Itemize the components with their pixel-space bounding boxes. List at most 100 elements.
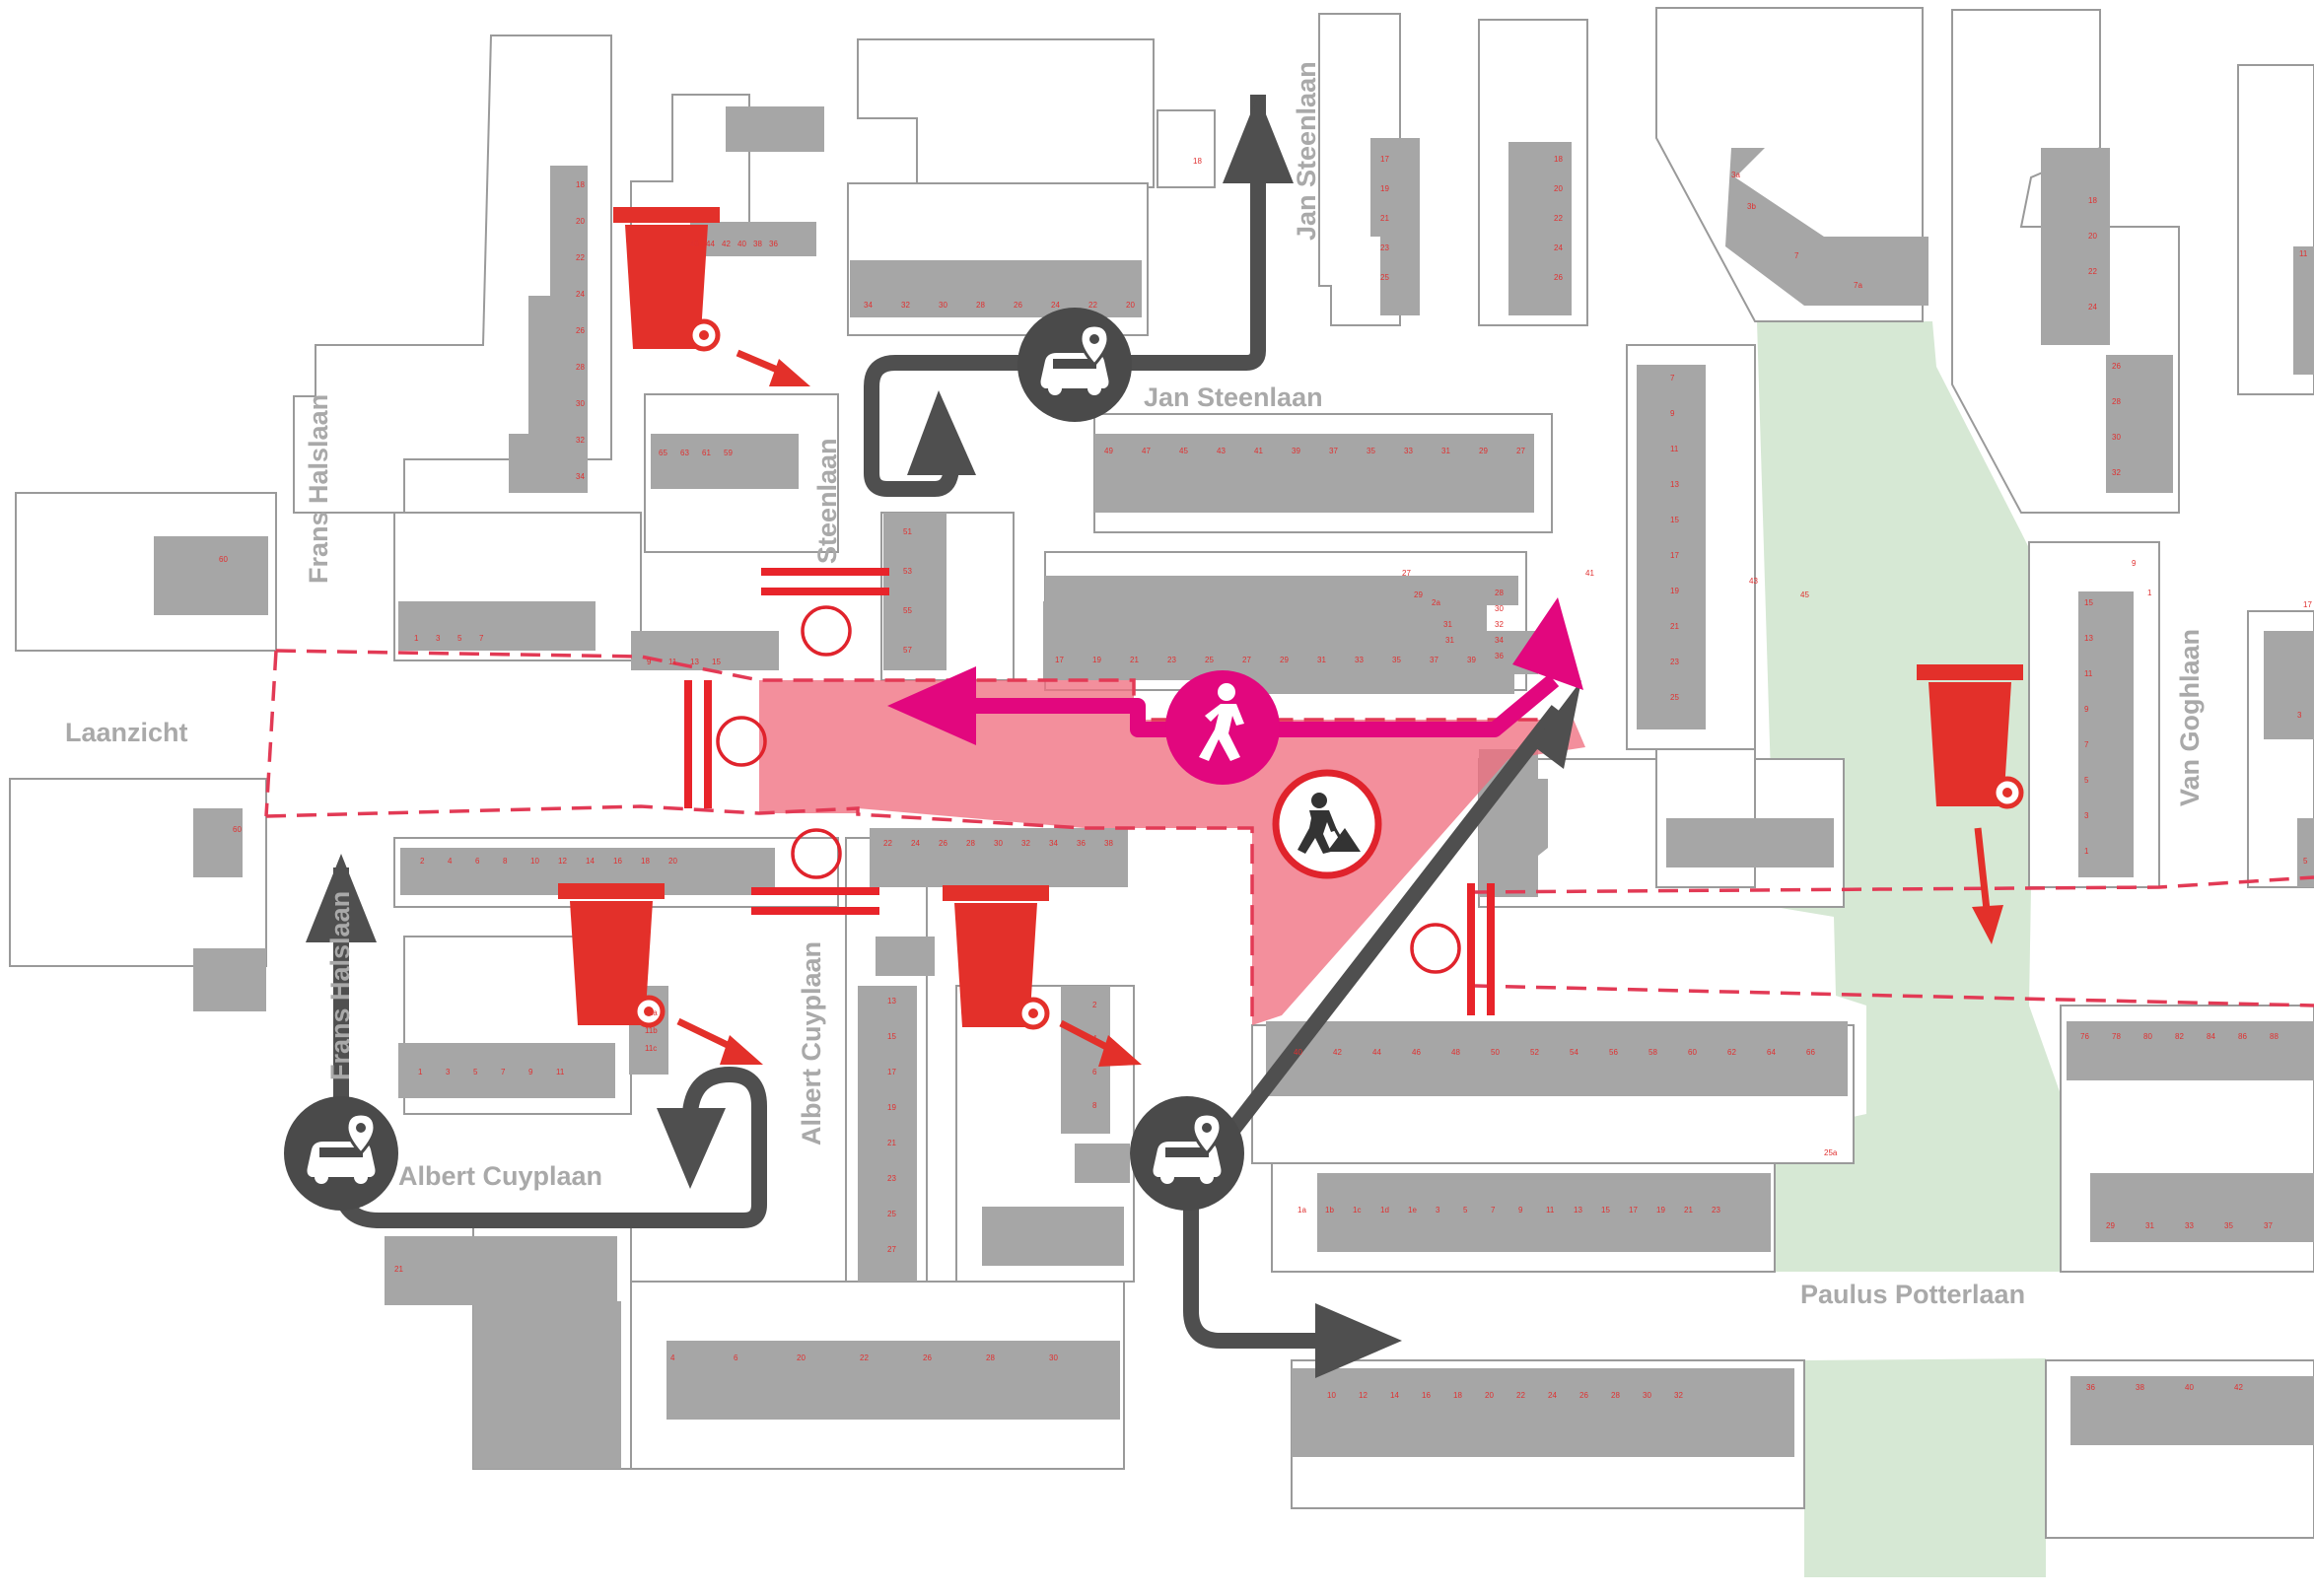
house-number: 30 [939,301,947,310]
building [858,986,917,1282]
house-number: 24 [1554,243,1563,252]
building [154,536,268,615]
house-number: 32 [1495,620,1504,629]
zone-outline-south [265,804,1254,1025]
house-number: 30 [1643,1391,1651,1400]
house-number: 2 [1092,1001,1097,1009]
car-location-icon [284,1096,398,1211]
road-barriers [684,568,1495,1015]
building [2264,631,2314,739]
street-labels: Frans Halslaan Frans Halslaan Laanzicht … [65,61,2205,1309]
detour-route-west [333,867,767,1228]
house-number: 51 [903,527,912,536]
building [398,1043,615,1098]
building [2070,1376,2314,1445]
house-number: 15 [712,658,721,666]
house-number: 11 [668,658,677,666]
house-number: 27 [1402,569,1411,578]
house-number: 42 [2234,1383,2243,1392]
house-number: 29 [1280,656,1289,664]
building [2297,818,2314,887]
house-number: 11c [645,1044,657,1053]
house-number: 18 [1193,157,1202,166]
building [651,434,799,489]
house-number: 17 [1055,656,1064,664]
street-label-paulus-potterlaan: Paulus Potterlaan [1800,1280,2025,1309]
building [473,1301,621,1469]
house-number: 29 [2106,1221,2115,1230]
house-number: 28 [986,1353,995,1362]
house-number: 20 [668,857,677,866]
house-number: 84 [2207,1032,2215,1041]
car-location-icon [1130,1096,1244,1211]
house-number: 20 [1485,1391,1494,1400]
house-number: 21 [394,1265,403,1274]
building [1292,1368,1794,1457]
house-number: 57 [903,646,912,655]
house-number: 46 [690,240,699,248]
building [690,222,816,256]
house-number: 22 [2088,267,2097,276]
pedestrian-route [887,597,1583,745]
house-number: 36 [2086,1383,2095,1392]
zone-outline-east-south [1474,984,2314,1007]
roadworks-zone [759,680,1585,1025]
building [2041,148,2110,345]
pedestrian-path [966,673,1560,737]
house-number: 27 [1516,447,1525,455]
street-label-jan-steenlaan: Jan Steenlaan [1144,382,1323,412]
house-number: 26 [1554,273,1563,282]
house-number: 1d [1380,1206,1389,1214]
car-icons [284,308,1244,1211]
detour-arrow-head [657,1108,726,1189]
building [631,631,779,670]
house-number: 7 [479,634,484,643]
house-number: 8 [503,857,508,866]
house-number: 7a [1854,281,1862,290]
house-number: 38 [2136,1383,2144,1392]
barrier-east [1467,883,1495,1015]
house-number: 23 [1712,1206,1720,1214]
house-number: 49 [1104,447,1113,455]
building [2293,246,2314,375]
detour-route-south [1183,1173,1345,1349]
house-number: 37 [1430,656,1438,664]
house-number: 1b [1325,1206,1334,1214]
house-number: 13 [887,997,896,1006]
house-number: 15 [1601,1206,1610,1214]
house-number: 24 [911,839,920,848]
house-number: 32 [2112,468,2121,477]
house-number: 36 [1077,839,1086,848]
house-number: 30 [2112,433,2121,442]
house-number: 50 [1491,1048,1500,1057]
building [193,948,266,1011]
house-number: 26 [1579,1391,1588,1400]
detour-arrow-head [1223,95,1294,183]
house-number: 25 [1670,693,1679,702]
house-number: 3a [1731,171,1740,179]
house-number: 4 [1092,1034,1097,1043]
building [876,937,935,976]
car-detour-routes [306,95,1581,1378]
building [1075,1144,1130,1183]
house-number: 33 [2185,1221,2194,1230]
closed-road-marker [801,605,852,657]
detour-arrow-head [306,854,377,942]
house-number: 16 [1422,1391,1431,1400]
bin-direction-arrow-head [720,1035,763,1065]
house-number: 66 [1806,1048,1815,1057]
house-number: 18 [576,180,585,189]
house-number: 2a [1432,598,1440,607]
building [850,260,1142,317]
detour-arrow-head [1532,680,1581,769]
waste-container-icon [943,885,1050,1030]
house-number: 24 [576,290,585,299]
house-number: 7 [1670,374,1675,382]
house-number: 6 [475,857,480,866]
house-number: 14 [586,857,595,866]
house-number: 7 [1491,1206,1496,1214]
house-number: 78 [2112,1032,2121,1041]
house-number: 36 [1495,652,1504,660]
street-label-albert-cuyplaan: Albert Cuyplaan [398,1161,602,1191]
